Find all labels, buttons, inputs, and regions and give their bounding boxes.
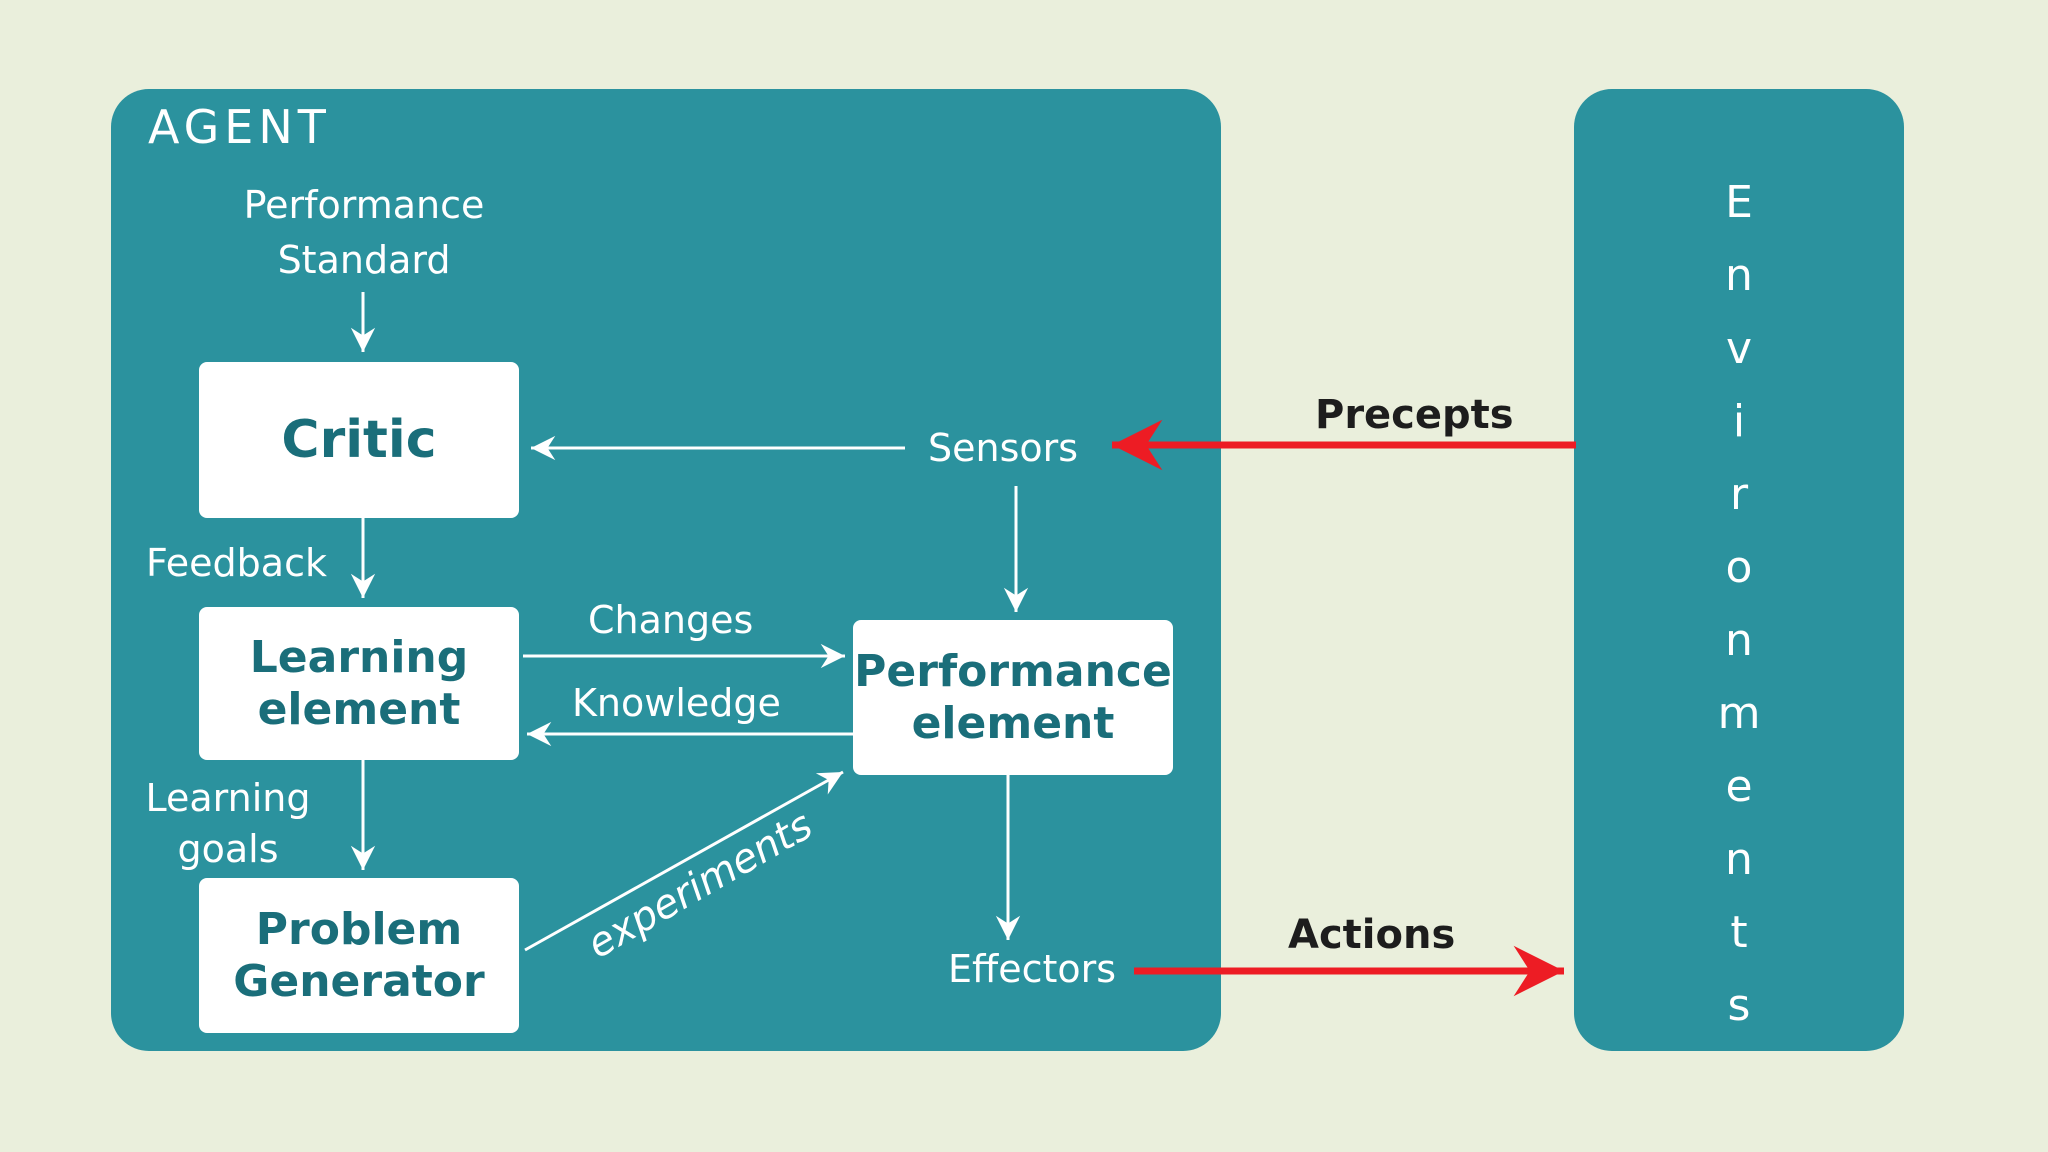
- actions-label: Actions: [1288, 912, 1456, 958]
- precepts-label: Precepts: [1315, 392, 1514, 438]
- learning-element-box: Learning element: [199, 607, 519, 760]
- sensors-label: Sensors: [928, 426, 1079, 470]
- performance-standard-label: Performance Standard: [243, 183, 485, 283]
- agent-title: AGENT: [148, 100, 331, 154]
- knowledge-label: Knowledge: [572, 681, 781, 725]
- performance-element-box: Performance element: [853, 620, 1173, 775]
- effectors-label: Effectors: [948, 947, 1117, 991]
- changes-label: Changes: [588, 598, 754, 642]
- environment-panel: [1574, 89, 1904, 1051]
- environment-title: Environments: [1713, 177, 1765, 1053]
- critic-box: Critic: [199, 362, 519, 518]
- environment-title-wrap: Environments: [1574, 89, 1904, 1053]
- problem-generator-box: Problem Generator: [199, 878, 519, 1033]
- feedback-label: Feedback: [146, 541, 327, 585]
- learning-goals-label: Learning goals: [145, 776, 311, 872]
